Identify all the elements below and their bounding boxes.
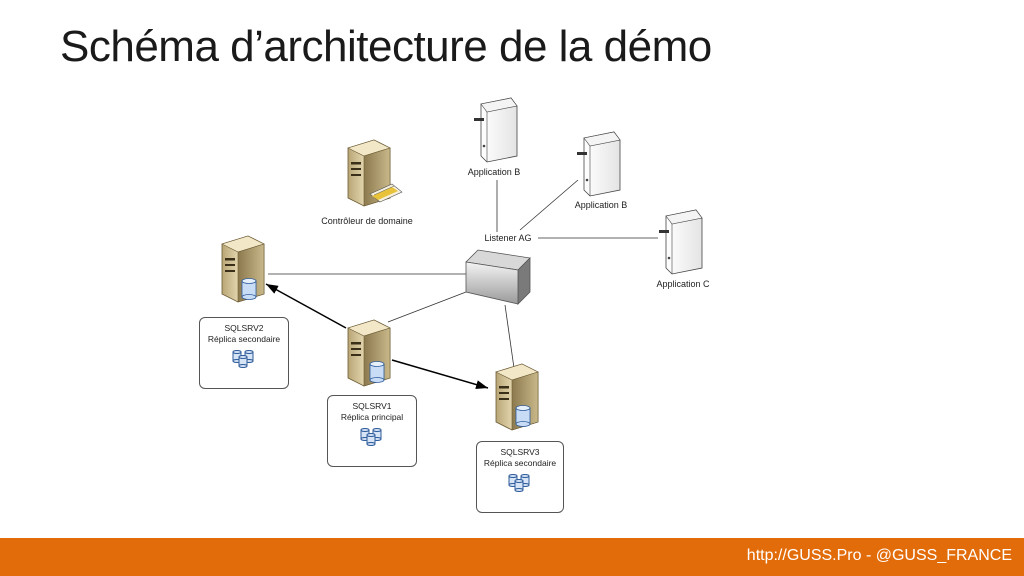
label-application-c: Application C [656, 279, 710, 289]
footer-bar: http://GUSS.Pro - @GUSS_FRANCE [0, 538, 1024, 576]
listener-box-icon [465, 249, 531, 305]
replica-role: Réplica secondaire [483, 458, 557, 468]
label-domain-controller: Contrôleur de domaine [321, 216, 413, 226]
web-server-icon [474, 97, 518, 163]
arrow-sqlsrv1-to-sqlsrv3 [391, 359, 489, 389]
label-listener-ag: Listener AG [484, 233, 532, 243]
slide-title: Schéma d’architecture de la démo [60, 22, 712, 71]
arrow-sqlsrv1-to-sqlsrv2 [265, 283, 347, 329]
replica-name: SQLSRV1 [352, 401, 392, 411]
database-icon [232, 350, 254, 368]
replica-box-sqlsrv2: SQLSRV2 Réplica secondaire [199, 317, 289, 389]
replica-name: SQLSRV2 [224, 323, 264, 333]
link-listener-app-b-right [519, 179, 579, 231]
connection-lines [268, 179, 658, 369]
sql-server-icon [495, 363, 539, 431]
replica-role: Réplica principal [340, 412, 404, 422]
link-listener-sqlsrv1 [387, 291, 467, 323]
replica-name: SQLSRV3 [500, 447, 540, 457]
footer-link[interactable]: http://GUSS.Pro - @GUSS_FRANCE [746, 547, 1012, 564]
database-icon [508, 474, 530, 492]
database-icon [360, 428, 382, 446]
link-listener-sqlsrv3 [504, 304, 515, 369]
replication-arrows [265, 283, 489, 389]
domain-controller-icon [347, 139, 403, 207]
web-server-icon [659, 209, 703, 275]
architecture-diagram [221, 97, 703, 431]
label-application-b-right: Application B [574, 200, 628, 210]
sql-server-icon [347, 319, 391, 387]
sql-server-icon [221, 235, 265, 303]
replica-box-sqlsrv1: SQLSRV1 Réplica principal [327, 395, 417, 467]
replica-role: Réplica secondaire [207, 334, 281, 344]
replica-box-sqlsrv3: SQLSRV3 Réplica secondaire [476, 441, 564, 513]
web-server-icon [577, 131, 621, 197]
label-application-b-top: Application B [467, 167, 521, 177]
